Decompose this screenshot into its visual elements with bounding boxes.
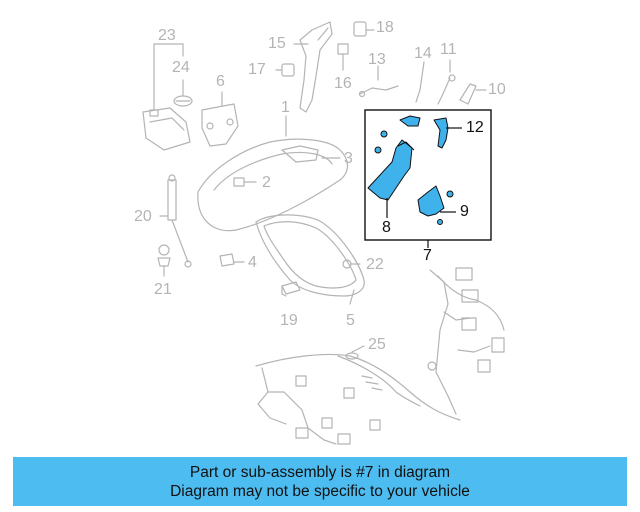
callout-8: 8 bbox=[382, 219, 391, 236]
callout-10: 10 bbox=[488, 81, 506, 98]
part-23-latch bbox=[142, 107, 191, 151]
part-6-striker bbox=[201, 91, 239, 147]
part-12-bracket bbox=[433, 117, 449, 149]
part-10-clip bbox=[459, 83, 487, 105]
part-17-clip bbox=[275, 63, 295, 77]
part-1-lid bbox=[197, 115, 349, 232]
part-19-bumper bbox=[281, 281, 301, 297]
callout-21: 21 bbox=[154, 281, 172, 298]
callout-15: 15 bbox=[268, 35, 286, 52]
part-13-rod bbox=[358, 65, 399, 98]
part-18-clip bbox=[353, 21, 375, 37]
part-25-harness bbox=[255, 267, 505, 445]
part-2-clip bbox=[233, 177, 257, 187]
part-5-seal bbox=[255, 214, 365, 305]
callout-1: 1 bbox=[281, 99, 290, 116]
caption-line-1: Part or sub-assembly is #7 in diagram bbox=[189, 463, 451, 481]
callout-7: 7 bbox=[423, 247, 432, 264]
callout-9: 9 bbox=[460, 203, 469, 220]
part-24-screw bbox=[173, 95, 193, 107]
callout-3: 3 bbox=[344, 150, 353, 167]
caption-banner: Part or sub-assembly is #7 in diagram Di… bbox=[13, 457, 627, 506]
part-9-latch bbox=[417, 185, 445, 217]
part-20-strut bbox=[159, 174, 192, 268]
part-4-clip bbox=[219, 253, 245, 267]
callout-13: 13 bbox=[368, 51, 386, 68]
callout-18: 18 bbox=[376, 19, 394, 36]
part-21-stud bbox=[157, 244, 171, 277]
part-15-hinge bbox=[293, 21, 333, 113]
part-8-actuator bbox=[367, 139, 413, 201]
callout-19: 19 bbox=[280, 312, 298, 329]
callout-4: 4 bbox=[248, 254, 257, 271]
callout-23: 23 bbox=[158, 27, 176, 44]
callout-16: 16 bbox=[334, 75, 352, 92]
parts-diagram bbox=[142, 21, 505, 445]
part-22-clip bbox=[342, 259, 361, 269]
callout-12: 12 bbox=[466, 119, 484, 136]
part-bracket-top bbox=[399, 115, 421, 127]
callout-20: 20 bbox=[134, 208, 152, 225]
callout-25: 25 bbox=[368, 336, 386, 353]
caption-line-2: Diagram may not be specific to your vehi… bbox=[170, 482, 470, 500]
part-11-rod bbox=[437, 59, 456, 105]
part-7-lock-assembly bbox=[364, 109, 492, 248]
part-14-rod bbox=[415, 61, 425, 103]
part-16-bolt bbox=[337, 43, 349, 71]
callout-6: 6 bbox=[216, 73, 225, 90]
callout-2: 2 bbox=[262, 174, 271, 191]
callout-17: 17 bbox=[248, 61, 266, 78]
callout-5: 5 bbox=[346, 312, 355, 329]
callout-23-leader bbox=[153, 43, 184, 111]
callout-24: 24 bbox=[172, 59, 190, 76]
callout-14: 14 bbox=[414, 45, 432, 62]
callout-11: 11 bbox=[440, 41, 457, 58]
callout-22: 22 bbox=[366, 256, 384, 273]
